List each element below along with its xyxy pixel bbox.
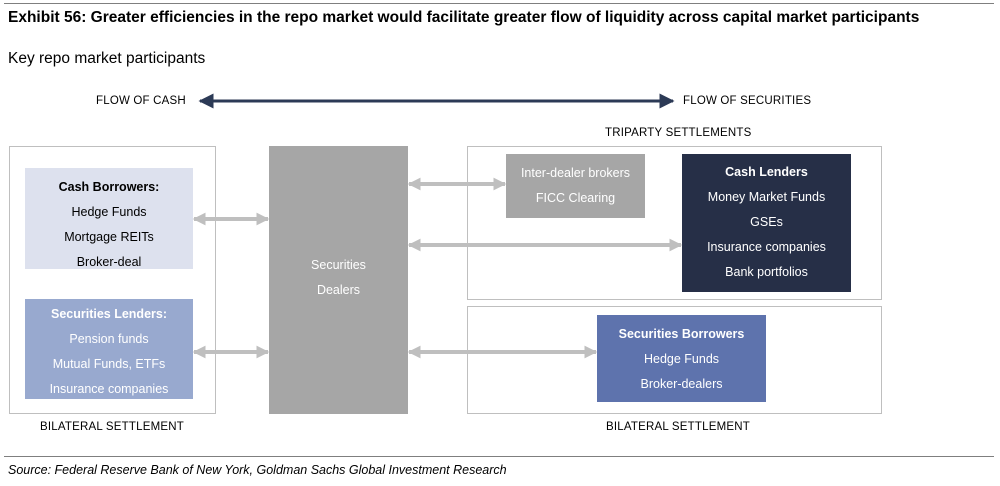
flow-of-cash-label: FLOW OF CASH xyxy=(96,95,186,107)
bilateral-left-frame xyxy=(9,146,216,414)
cash-lenders-item: GSEs xyxy=(750,215,783,229)
cash-borrowers-heading: Cash Borrowers: xyxy=(58,180,160,194)
securities-dealers-line: Securities xyxy=(311,258,366,272)
cash-borrowers-item: Mortgage REITs xyxy=(64,230,154,244)
cash-lenders-heading: Cash Lenders xyxy=(725,165,808,179)
cash-borrowers-box: Cash Borrowers: Hedge Funds Mortgage REI… xyxy=(25,168,193,269)
triparty-settlements-label: TRIPARTY SETTLEMENTS xyxy=(605,127,752,139)
cash-lenders-item: Money Market Funds xyxy=(707,190,826,204)
exhibit-title: Exhibit 56: Greater efficiencies in the … xyxy=(8,9,920,26)
flow-of-securities-label: FLOW OF SECURITIES xyxy=(683,95,812,107)
securities-lenders-item: Mutual Funds, ETFs xyxy=(52,357,166,371)
securities-lenders-item: Insurance companies xyxy=(49,382,169,396)
securities-borrowers-heading: Securities Borrowers xyxy=(618,327,745,341)
bilateral-right-frame xyxy=(467,306,882,414)
securities-borrowers-box: Securities Borrowers Hedge Funds Broker-… xyxy=(597,315,766,402)
securities-borrowers-item: Hedge Funds xyxy=(643,352,720,366)
cash-lenders-box: Cash Lenders Money Market Funds GSEs Ins… xyxy=(682,154,851,292)
bilateral-settlement-right-label: BILATERAL SETTLEMENT xyxy=(606,421,750,433)
inter-dealer-brokers-box: Inter-dealer brokers FICC Clearing xyxy=(506,154,645,218)
securities-lenders-item: Pension funds xyxy=(69,332,149,346)
securities-dealers-line: Dealers xyxy=(316,283,361,297)
securities-borrowers-item: Broker-dealers xyxy=(640,377,723,391)
triparty-frame xyxy=(467,146,882,300)
cash-lenders-item: Insurance companies xyxy=(707,240,826,254)
securities-lenders-heading: Securities Lenders: xyxy=(50,307,167,321)
exhibit-subtitle: Key repo market participants xyxy=(8,50,206,67)
bottom-rule xyxy=(4,456,994,457)
cash-borrowers-item: Broker-deal xyxy=(76,255,142,269)
top-rule xyxy=(4,3,994,4)
securities-lenders-box: Securities Lenders: Pension funds Mutual… xyxy=(25,299,193,399)
cash-lenders-item: Bank portfolios xyxy=(725,265,808,279)
source-note: Source: Federal Reserve Bank of New York… xyxy=(8,463,507,477)
cash-borrowers-item: Hedge Funds xyxy=(71,205,147,219)
inter-dealer-line: FICC Clearing xyxy=(535,191,616,205)
inter-dealer-line: Inter-dealer brokers xyxy=(520,166,631,180)
securities-dealers-box: Securities Dealers xyxy=(269,146,408,414)
bilateral-settlement-left-label: BILATERAL SETTLEMENT xyxy=(40,421,184,433)
